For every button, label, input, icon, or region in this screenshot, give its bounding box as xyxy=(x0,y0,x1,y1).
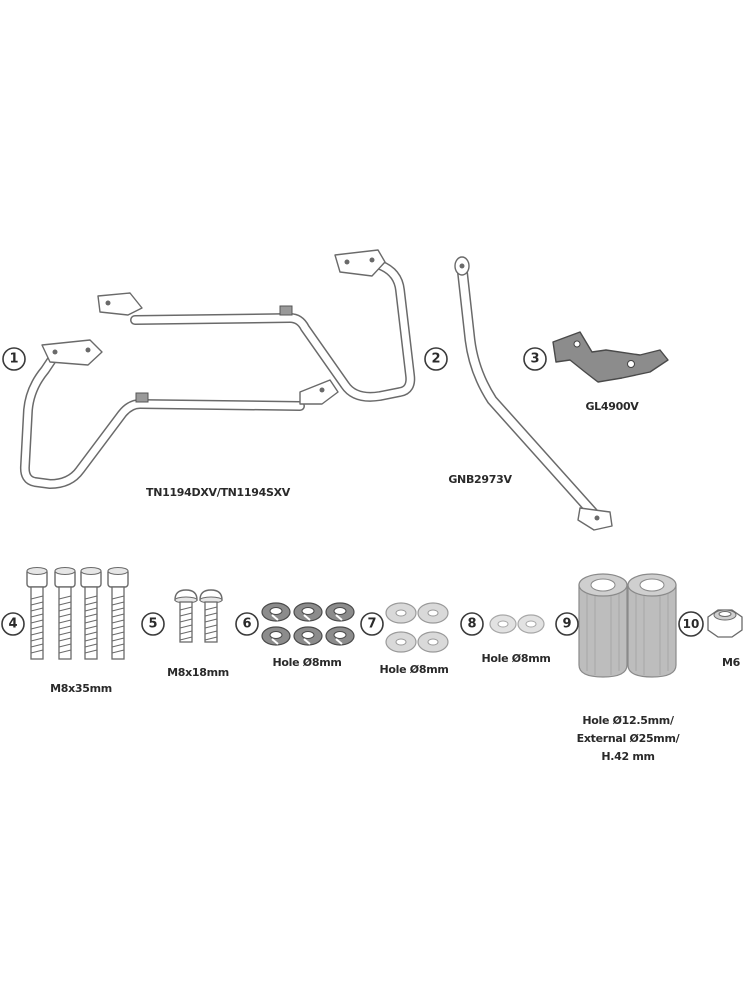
svg-text:5: 5 xyxy=(148,617,157,632)
part-label: GNB2973V xyxy=(448,473,512,486)
washer-icon xyxy=(417,631,449,653)
svg-text:3: 3 xyxy=(530,352,539,367)
bolt-icon xyxy=(199,589,223,643)
bracket-part-3 xyxy=(552,331,669,383)
socket-bolts-m8x35-part-4 xyxy=(26,567,129,660)
rear-side-frame xyxy=(97,249,416,402)
strut-part-2 xyxy=(454,256,613,531)
washer-icon xyxy=(489,614,517,634)
bolt-icon xyxy=(107,567,129,660)
spacers-part-9 xyxy=(578,573,677,678)
svg-text:9: 9 xyxy=(562,617,571,632)
part-number-badge: 7 xyxy=(360,612,384,636)
part-labels: TN1194DXV/TN1194SXV GNB2973V GL4900V M8x… xyxy=(50,400,741,763)
flat-washers-part-8 xyxy=(489,614,545,634)
svg-text:7: 7 xyxy=(367,617,376,632)
part-number-badge: 2 xyxy=(424,347,448,371)
part-label: H.42 mm xyxy=(601,750,654,763)
washer-icon xyxy=(517,614,545,634)
part-number-badges: 1 2 3 4 5 6 7 8 9 10 xyxy=(1,347,704,637)
svg-text:10: 10 xyxy=(683,617,700,631)
side-frame-pair-part-1 xyxy=(19,249,416,489)
part-number-badge: 1 xyxy=(2,347,26,371)
part-label: Hole Ø8mm xyxy=(379,663,448,676)
nut-m6-part-10 xyxy=(707,609,743,638)
part-label: M6 xyxy=(722,656,741,669)
part-label: Hole Ø8mm xyxy=(272,656,341,669)
bolt-icon xyxy=(80,567,102,660)
front-side-frame xyxy=(19,339,339,489)
part-label: External Ø25mm/ xyxy=(577,732,681,745)
spring-washer-icon xyxy=(325,602,355,622)
part-number-badge: 5 xyxy=(141,612,165,636)
part-number-badge: 4 xyxy=(1,612,25,636)
washer-icon xyxy=(385,602,417,624)
flat-washers-part-7 xyxy=(385,602,449,653)
svg-text:1: 1 xyxy=(9,352,18,367)
spring-washer-icon xyxy=(293,626,323,646)
part-label: TN1194DXV/TN1194SXV xyxy=(146,486,291,499)
bolt-icon xyxy=(54,567,76,660)
part-number-badge: 8 xyxy=(460,612,484,636)
part-label: M8x35mm xyxy=(50,682,112,695)
part-number-badge: 10 xyxy=(678,611,704,637)
part-number-badge: 6 xyxy=(235,612,259,636)
washer-icon xyxy=(385,631,417,653)
part-label: M8x18mm xyxy=(167,666,229,679)
part-label: GL4900V xyxy=(585,400,639,413)
washer-icon xyxy=(417,602,449,624)
spring-washer-icon xyxy=(325,626,355,646)
svg-text:2: 2 xyxy=(431,352,440,367)
spring-washer-icon xyxy=(261,602,291,622)
part-label: Hole Ø8mm xyxy=(481,652,550,665)
svg-text:6: 6 xyxy=(242,617,251,632)
part-label: Hole Ø12.5mm/ xyxy=(582,714,675,727)
spring-washer-icon xyxy=(293,602,323,622)
spring-washer-icon xyxy=(261,626,291,646)
part-number-badge: 9 xyxy=(555,612,579,636)
bolt-icon xyxy=(174,589,198,643)
spacer-icon xyxy=(578,573,628,678)
button-bolts-m8x18-part-5 xyxy=(174,589,223,643)
bolt-icon xyxy=(26,567,48,660)
spring-washers-part-6 xyxy=(261,602,355,646)
spacer-icon xyxy=(627,573,677,678)
svg-text:8: 8 xyxy=(467,617,476,632)
svg-text:4: 4 xyxy=(8,617,17,632)
part-number-badge: 3 xyxy=(523,347,547,371)
